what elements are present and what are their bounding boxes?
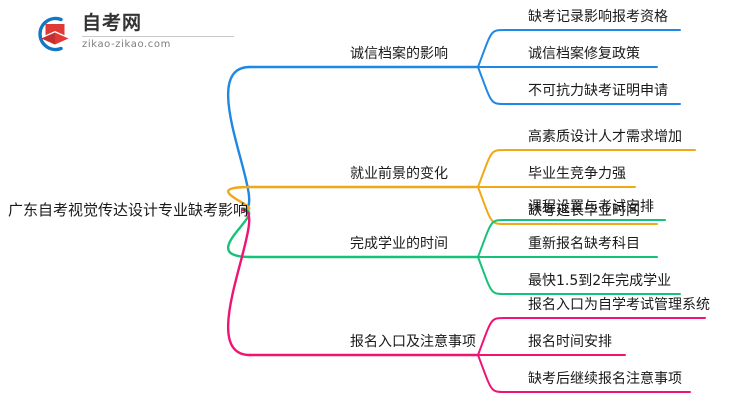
connector-path <box>227 65 252 212</box>
leaf-node-4-3[interactable]: 缺考后继续报名注意事项 <box>528 371 682 387</box>
connector-path <box>227 185 252 212</box>
logo-divider <box>82 36 234 37</box>
connector-path <box>477 317 506 356</box>
leaf-node-2-1[interactable]: 高素质设计人才需求增加 <box>528 129 682 145</box>
branch-node-1[interactable]: 诚信档案的影响 <box>350 46 448 62</box>
leaf-node-1-1[interactable]: 缺考记录影响报考资格 <box>528 9 668 25</box>
connector-path <box>477 149 506 188</box>
leaf-node-3-1[interactable]: 课程设置与考试安排 <box>528 199 654 215</box>
connector-path <box>477 219 506 258</box>
leaf-node-2-2[interactable]: 毕业生竞争力强 <box>528 166 626 182</box>
graduation-cap-icon <box>30 12 76 56</box>
branch-node-4[interactable]: 报名入口及注意事项 <box>350 334 476 350</box>
logo-title: 自考网 <box>82 12 143 34</box>
leaf-node-1-3[interactable]: 不可抗力缺考证明申请 <box>528 83 668 99</box>
leaf-node-3-3[interactable]: 最快1.5到2年完成学业 <box>528 273 672 289</box>
branch-node-3[interactable]: 完成学业的时间 <box>350 236 448 252</box>
branch-node-2[interactable]: 就业前景的变化 <box>350 166 448 182</box>
logo-text: 自考网 zikao-zikao.com <box>82 11 237 52</box>
connector-path <box>477 354 506 393</box>
root-node[interactable]: 广东自考视觉传达设计专业缺考影响 <box>8 201 249 219</box>
connector-path <box>227 208 252 357</box>
leaf-node-2-3[interactable]: 缺考延长毕业时间 <box>528 203 640 219</box>
connector-path <box>477 66 506 105</box>
site-logo: 自考网 zikao-zikao.com <box>30 10 240 58</box>
logo-domain: zikao-zikao.com <box>82 39 171 50</box>
leaf-node-4-2[interactable]: 报名时间安排 <box>528 334 612 350</box>
connector-path <box>477 256 506 295</box>
leaf-node-3-2[interactable]: 重新报名缺考科目 <box>528 236 640 252</box>
connector-path <box>477 186 506 225</box>
connector-path <box>477 29 506 68</box>
leaf-node-4-1[interactable]: 报名入口为自学考试管理系统 <box>528 297 710 313</box>
leaf-node-1-2[interactable]: 诚信档案修复政策 <box>528 46 640 62</box>
